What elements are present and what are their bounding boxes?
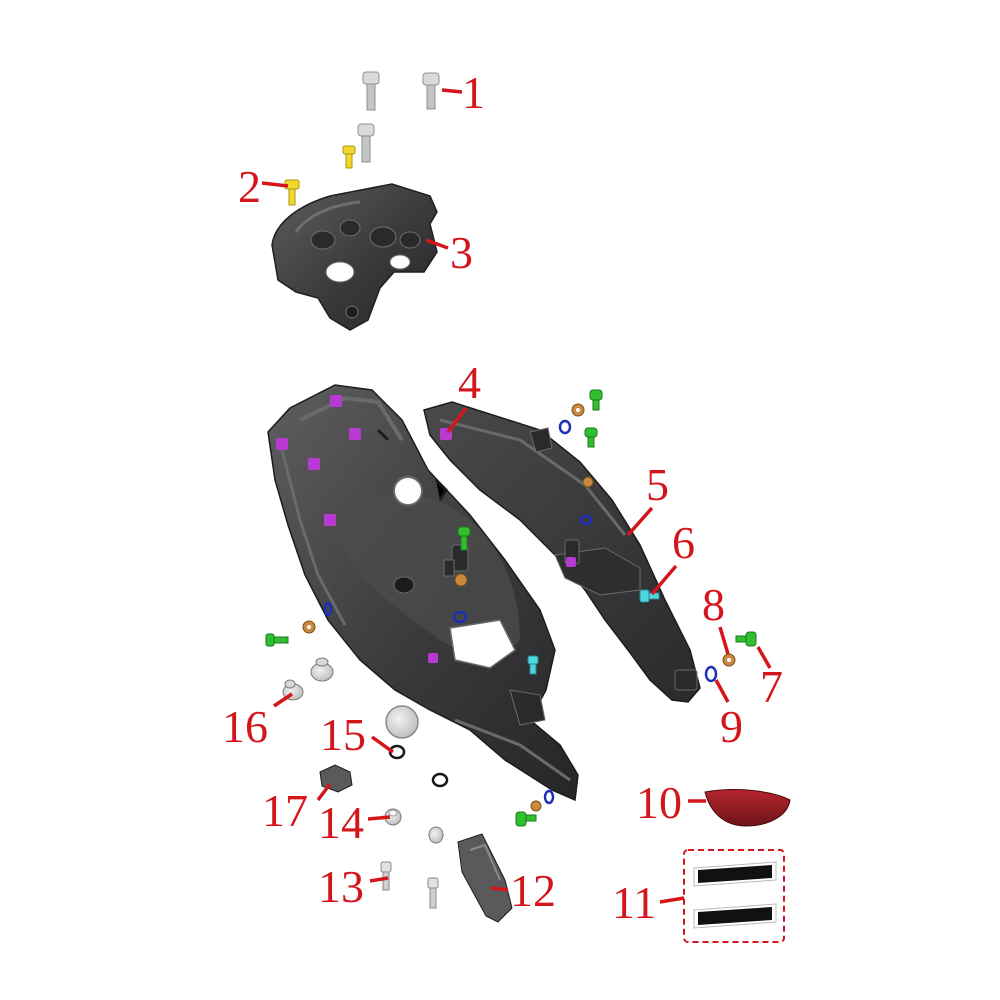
callout-2: 2 [238, 161, 261, 212]
grommet-icon [310, 657, 334, 682]
part-2-screw [284, 179, 300, 206]
part-7-screw [735, 631, 757, 647]
nut-icon [428, 826, 444, 844]
callout-16: 16 [222, 701, 268, 752]
clip-icon [428, 653, 438, 663]
clip-icon [308, 458, 320, 470]
ring-blue-icon [543, 789, 555, 805]
ring-blue-icon [452, 610, 468, 624]
callout-14: 14 [318, 797, 364, 848]
fastener-group-left [265, 601, 334, 682]
screw-cyan-icon [527, 655, 539, 675]
callout-15: 15 [320, 709, 366, 760]
callout-4: 4 [458, 357, 481, 408]
part-11-velcro [683, 849, 785, 943]
washer-copper-icon [530, 800, 542, 812]
clip-icon [324, 514, 336, 526]
ring-blue-icon [579, 514, 593, 526]
callout-11: 11 [612, 877, 656, 928]
washer-copper-icon [302, 620, 316, 634]
washer-copper-icon [582, 476, 594, 488]
bolt-icon [362, 71, 380, 111]
callout-8: 8 [702, 579, 725, 630]
callout-3: 3 [450, 227, 473, 278]
bolt-icon [357, 123, 375, 163]
main-frame [267, 384, 579, 802]
callout-labels: 1 2 3 4 5 6 7 8 9 10 11 12 13 14 15 16 1… [222, 67, 783, 928]
o-ring-icon [431, 772, 449, 788]
callout-5: 5 [646, 459, 669, 510]
part-10-reflector [704, 789, 791, 827]
callout-6: 6 [672, 517, 695, 568]
part-12-bracket [457, 833, 513, 923]
screw-green-icon [457, 526, 471, 551]
callout-17: 17 [262, 785, 308, 836]
callout-9: 9 [720, 701, 743, 752]
washer-copper-icon [454, 573, 468, 587]
screw-yellow-icon [342, 145, 356, 169]
screw-green-icon [515, 811, 537, 827]
screw-green-icon [265, 633, 289, 647]
bolt-icon [422, 72, 440, 110]
ring-blue-icon [323, 601, 333, 617]
screw-green-icon [589, 389, 603, 411]
washer-copper-icon [571, 403, 585, 417]
clip-icon [276, 438, 288, 450]
leader-lines [261, 88, 772, 904]
fastener-group-top-right [558, 389, 603, 448]
part-17-block [319, 764, 353, 793]
callout-7: 7 [760, 661, 783, 712]
part-1-bolts [342, 71, 440, 169]
callout-12: 12 [510, 865, 556, 916]
clip-icon [349, 428, 361, 440]
clip-icon [566, 557, 576, 567]
ring-blue-icon [558, 419, 572, 435]
part-5-side-cover [423, 401, 701, 703]
part-8-washer [722, 653, 736, 667]
clip-icon [330, 395, 342, 407]
part-16-grommet [282, 679, 304, 701]
part-3-bracket [271, 183, 438, 331]
callout-1: 1 [462, 67, 485, 118]
callout-13: 13 [318, 861, 364, 912]
bolt-icon [427, 877, 439, 909]
part-6-screw [639, 589, 660, 603]
fastener-group-bottom [515, 789, 555, 827]
screw-green-icon [584, 427, 598, 448]
part-13-bolt [380, 861, 392, 891]
callout-10: 10 [636, 777, 682, 828]
part-9-ring [704, 665, 718, 683]
